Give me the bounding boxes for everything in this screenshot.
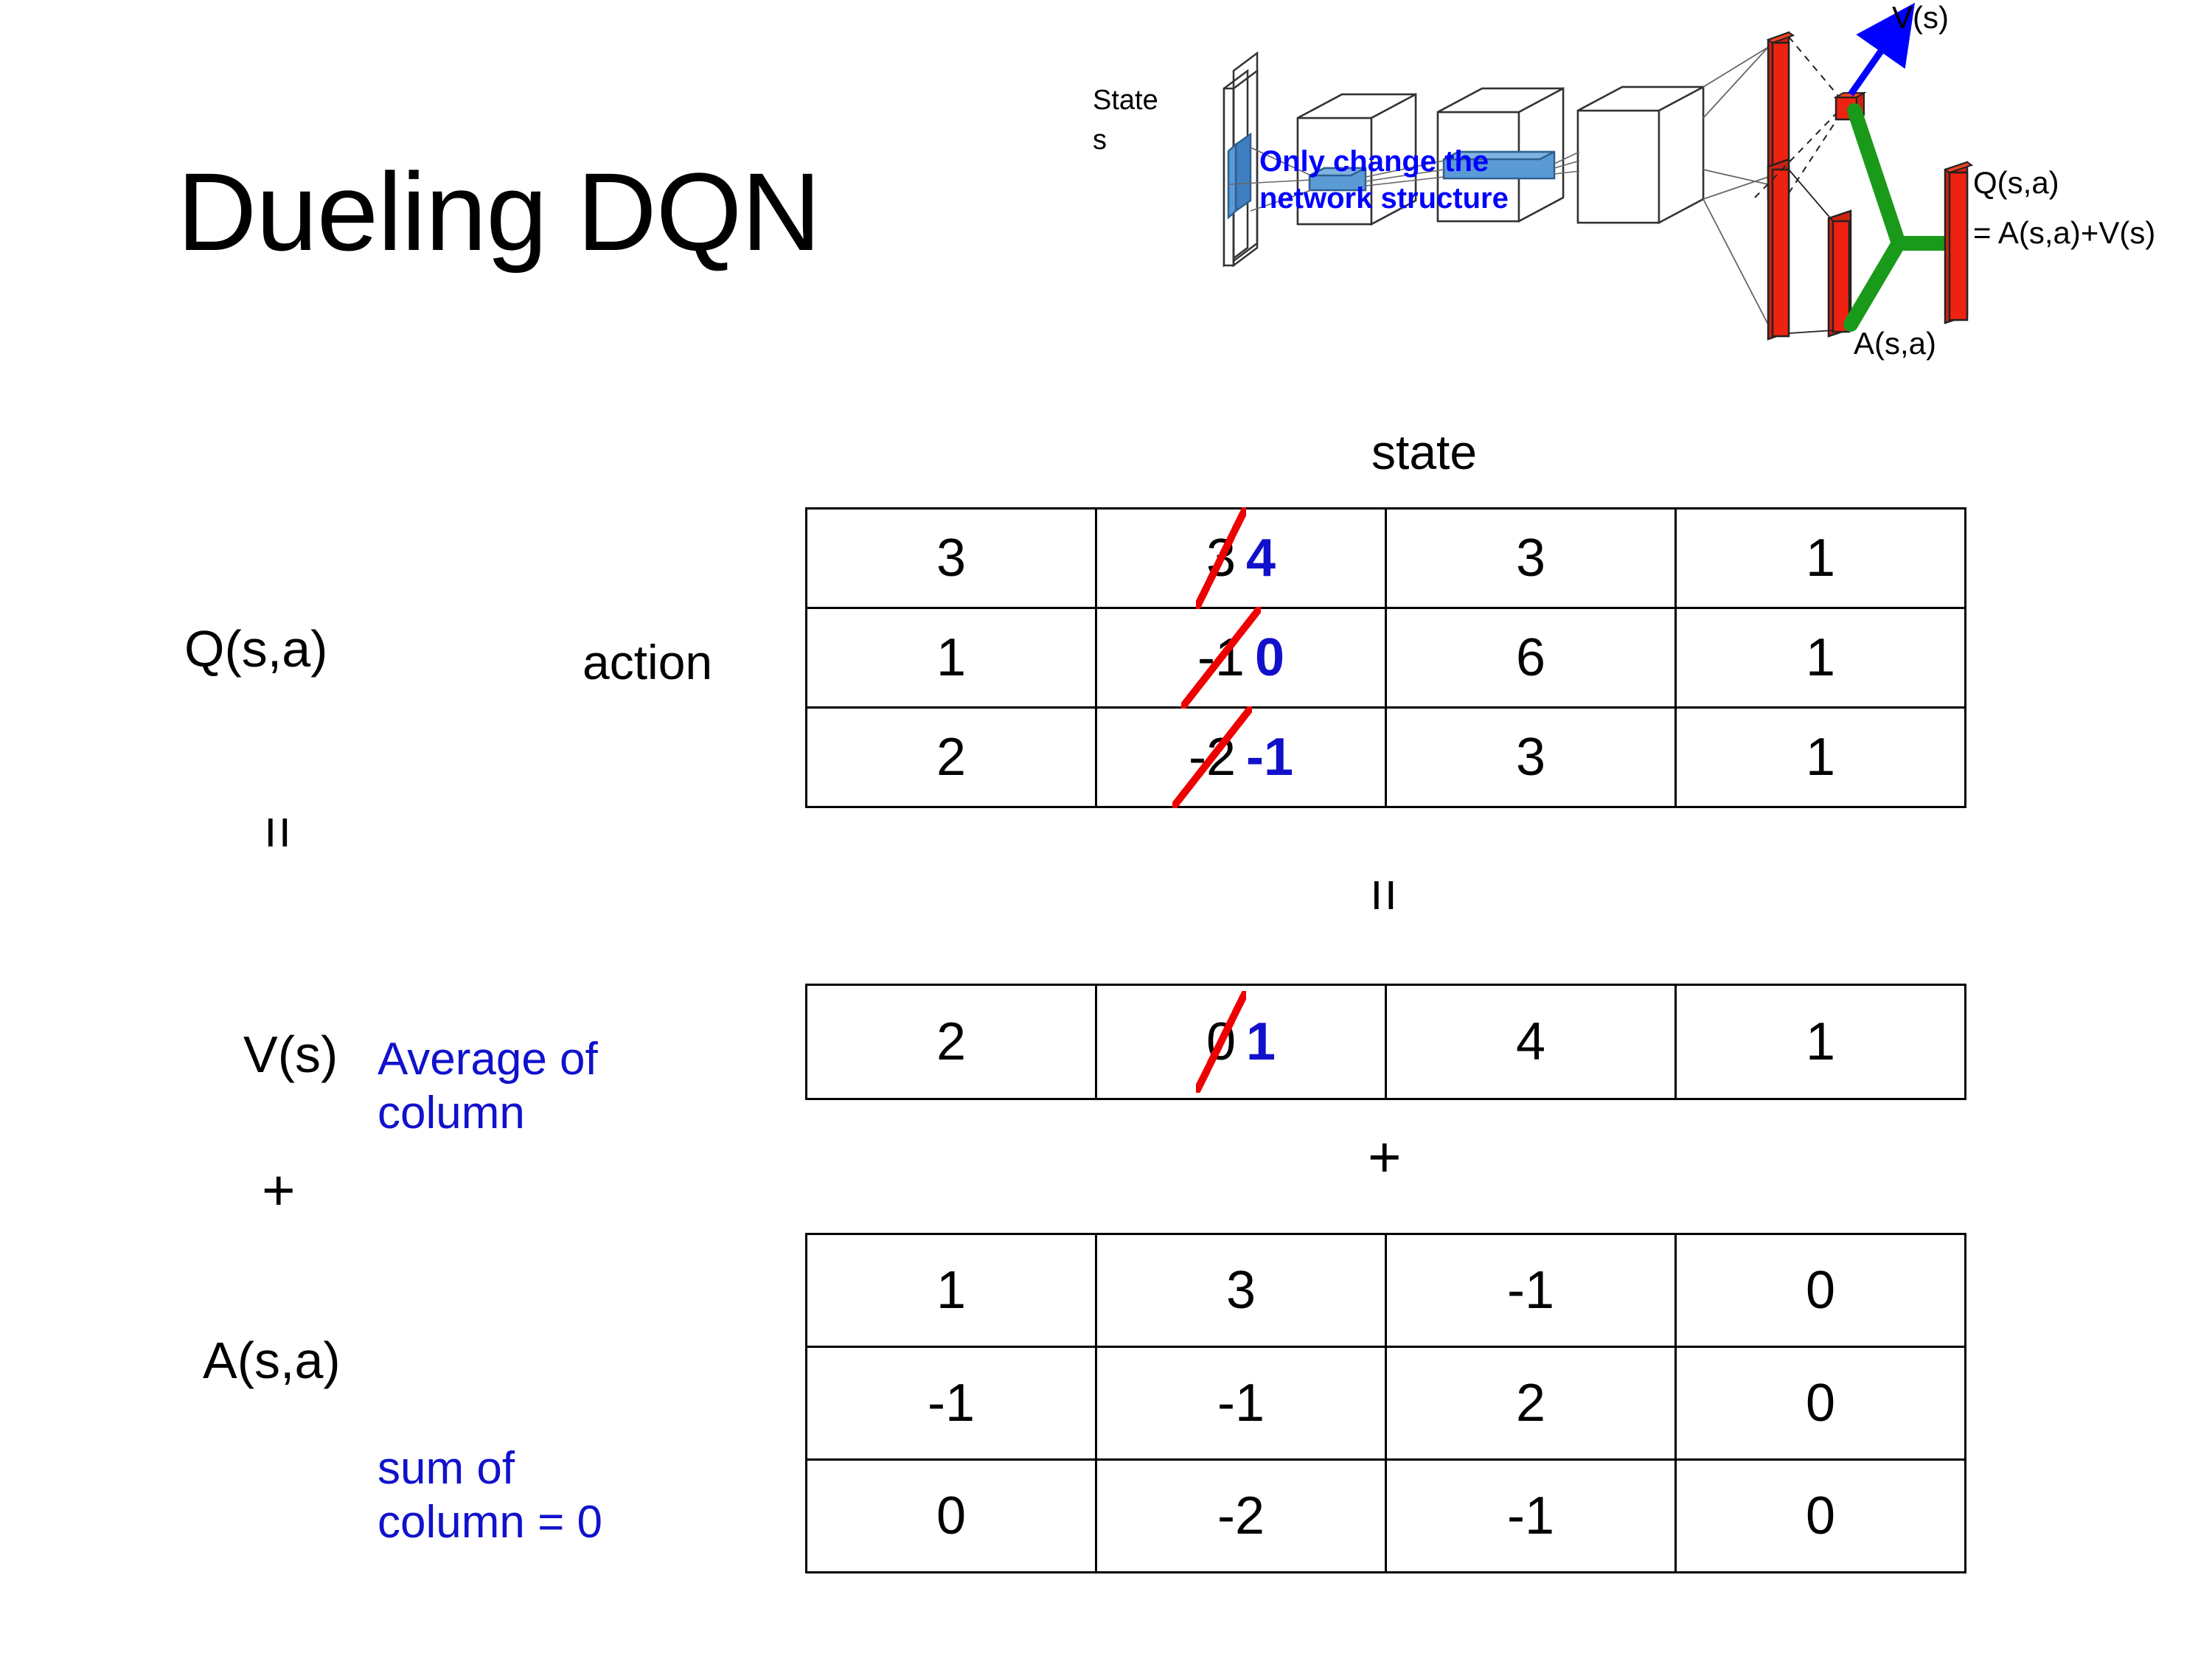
cell-r1-c1: -1 [1095,1346,1387,1461]
cell-r0-c0: 3 [805,507,1097,609]
cell-r1-c2: 6 [1385,607,1677,709]
sum-note-line2: column = 0 [378,1497,603,1548]
cell-r2-c3: 1 [1674,706,1966,808]
new-value: 1 [1246,1012,1276,1071]
cell-r1-c0: -1 [805,1346,1097,1461]
new-value: 4 [1246,529,1276,588]
sum-of-column-note: sum of column = 0 [378,1441,602,1549]
diagram-v-label: V(s) [1892,0,1949,35]
new-value: -1 [1246,728,1294,787]
v-function-label: V(s) [243,1026,338,1083]
new-value: 0 [1254,628,1285,687]
action-axis-label: action [582,635,713,689]
average-note-line1: Average of [378,1034,598,1085]
plus-sign-left: + [262,1158,296,1222]
cell-r0-c3: 0 [1674,1233,1966,1348]
plus-sign-middle: + [1368,1124,1402,1189]
average-of-column-note: Average of column [378,1032,598,1140]
cell-r2-c3: 0 [1674,1458,1966,1573]
old-value-struck: 3 [1196,507,1246,609]
cell-r0-c2: -1 [1385,1233,1677,1348]
q-function-label: Q(s,a) [184,620,328,678]
cell-r2-c0: 2 [805,706,1097,808]
diagram-q-label-line2: = A(s,a)+V(s) [1973,215,2155,250]
cell-r2-c1: -2-1 [1095,706,1387,808]
cell-r0-c2: 3 [1385,507,1677,609]
cell-r1-c2: 2 [1385,1346,1677,1461]
sum-note-line1: sum of [378,1443,515,1494]
old-value-struck: -2 [1172,706,1252,808]
cell-r2-c0: 0 [805,1458,1097,1573]
diagram-note-line2: network structure [1259,182,1509,215]
equals-sign-middle: = [1352,878,1417,912]
cell-r2-c1: -2 [1095,1458,1387,1573]
cell-r0-c0: 1 [805,1233,1097,1348]
cell-r0-c3: 1 [1674,507,1966,609]
page-title: Dueling DQN [177,150,821,274]
cell-r1-c3: 1 [1674,607,1966,709]
cell-r2-c2: -1 [1385,1458,1677,1573]
cell-r0-c1: 3 [1095,1233,1387,1348]
cell-r1-c0: 1 [805,607,1097,709]
state-axis-label: state [1371,425,1478,479]
old-value-struck: -1 [1181,607,1261,709]
cell-r0-c2: 4 [1385,984,1677,1100]
cell-r0-c3: 1 [1674,984,1966,1100]
average-note-line2: column [378,1088,525,1139]
diagram-state-sublabel: s [1093,125,1107,156]
diagram-a-label: A(s,a) [1854,326,1936,361]
old-value-struck: 0 [1196,991,1246,1093]
cell-r2-c2: 3 [1385,706,1677,808]
a-function-label: A(s,a) [203,1332,341,1389]
diagram-q-label-line1: Q(s,a) [1973,165,2059,200]
equals-sign-left: = [246,815,311,849]
diagram-state-label: State [1093,85,1158,116]
dueling-network-diagram: State s Only change the network structur… [1091,0,2212,413]
cell-r0-c0: 2 [805,984,1097,1100]
cell-r1-c3: 0 [1674,1346,1966,1461]
edited-cell-content: -2-1 [1097,706,1385,808]
diagram-note-line1: Only change the [1259,145,1489,178]
